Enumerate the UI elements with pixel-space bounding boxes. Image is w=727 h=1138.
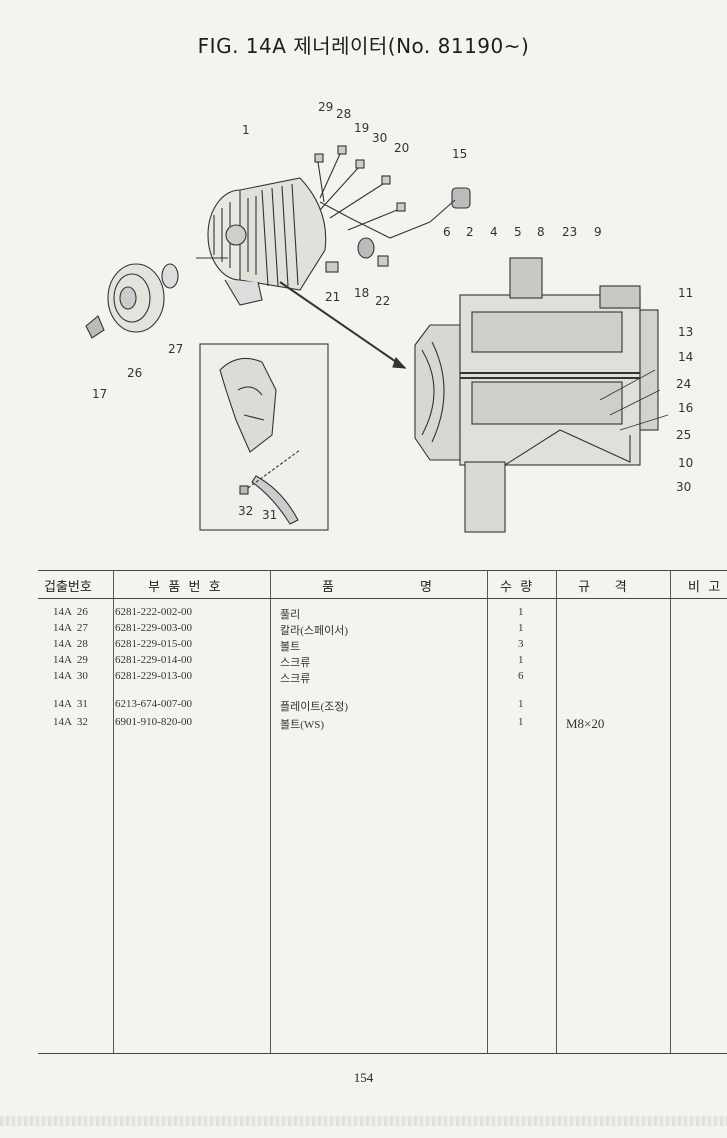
col-divider-5	[670, 570, 671, 1054]
table-row: 14A 26 6281-222-002-00 풀리 1	[38, 606, 727, 622]
row-qty: 1	[518, 622, 524, 634]
row-part-no: 6213-674-007-00	[115, 698, 192, 710]
callout-23: 23	[562, 225, 577, 239]
col-divider-1	[113, 570, 114, 1054]
header-remark: 비 고	[688, 580, 721, 595]
callout-21: 21	[325, 290, 340, 304]
callout-5: 5	[514, 225, 522, 239]
row-ref: 14A 27	[53, 622, 88, 634]
exploded-diagram: 29 28 1 19 30 20 15 6 2 4 5 8 23 9 11 13…	[85, 100, 693, 533]
row-qty: 1	[518, 654, 524, 666]
row-name: 스크류	[280, 673, 311, 685]
callout-30b: 30	[676, 480, 691, 494]
col-divider-3	[487, 570, 488, 1054]
table-row: 14A 29 6281-229-014-00 스크류 1	[38, 654, 727, 670]
callout-32: 32	[238, 504, 253, 518]
header-ref: 겁출번호	[44, 580, 92, 595]
callout-20: 20	[394, 141, 409, 155]
callout-2: 2	[466, 225, 474, 239]
row-qty: 3	[518, 638, 524, 650]
row-qty: 6	[518, 670, 524, 682]
row-part-no: 6281-229-014-00	[115, 654, 192, 666]
row-ref: 14A 32	[53, 716, 88, 728]
callout-10: 10	[678, 456, 693, 470]
callout-28: 28	[336, 107, 351, 121]
row-ref: 14A 31	[53, 698, 88, 710]
row-part-no: 6281-229-003-00	[115, 622, 192, 634]
page-number: 154	[353, 1070, 374, 1085]
row-spec: M8×20	[566, 716, 605, 731]
row-ref: 14A 30	[53, 670, 88, 682]
scan-artifact	[0, 1116, 727, 1126]
callout-13: 13	[678, 325, 693, 339]
row-name: 칼라(스페이서)	[280, 625, 349, 637]
row-ref: 14A 28	[53, 638, 88, 650]
callout-24: 24	[676, 377, 691, 391]
row-ref: 14A 29	[53, 654, 88, 666]
col-divider-4	[556, 570, 557, 1054]
callout-15: 15	[452, 147, 467, 161]
callout-22: 22	[375, 294, 390, 308]
callout-30: 30	[372, 131, 387, 145]
header-spec: 규 격	[578, 580, 627, 595]
row-qty: 1	[518, 606, 524, 618]
callout-31: 31	[262, 508, 277, 522]
callout-25: 25	[676, 428, 691, 442]
table-row: 14A 27 6281-229-003-00 칼라(스페이서) 1	[38, 622, 727, 638]
callout-1: 1	[242, 123, 250, 137]
row-name: 볼트	[280, 641, 301, 653]
pulley-drawing	[85, 263, 179, 339]
row-name: 풀리	[280, 609, 301, 621]
table-header-rule	[38, 598, 727, 599]
callout-18: 18	[354, 286, 369, 300]
row-name: 스크류	[280, 657, 311, 669]
callout-9: 9	[594, 225, 602, 239]
row-part-no: 6281-229-013-00	[115, 670, 192, 682]
header-name-b: 명	[420, 580, 432, 595]
header-part-no: 부 품 번 호	[148, 580, 221, 595]
callout-8: 8	[537, 225, 545, 239]
table-bottom-rule	[38, 1053, 727, 1054]
callout-17: 17	[92, 387, 107, 401]
table-row: 14A 30 6281-229-013-00 스크류 6	[38, 670, 727, 686]
table-row: 14A 28 6281-229-015-00 볼트 3	[38, 638, 727, 654]
col-divider-2	[270, 570, 271, 1054]
generator-body-drawing	[196, 177, 327, 306]
callout-27: 27	[168, 342, 183, 356]
row-part-no: 6281-222-002-00	[115, 606, 192, 618]
bolt-set-drawing	[314, 145, 471, 239]
row-name: 플레이트(조정)	[280, 701, 349, 713]
parts-table: 겁출번호 부 품 번 호 품 명 수 량 규 격 비 고 14A 26 6281…	[38, 570, 727, 1054]
row-part-no: 6901-910-820-00	[115, 716, 192, 728]
row-qty: 1	[518, 716, 524, 728]
callout-26: 26	[127, 366, 142, 380]
callout-19: 19	[354, 121, 369, 135]
callout-14: 14	[678, 350, 693, 364]
header-name-a: 품	[322, 580, 334, 595]
table-row: 14A 31 6213-674-007-00 플레이트(조정) 1	[38, 698, 727, 714]
callout-6: 6	[443, 225, 451, 239]
page-title: FIG. 14A 제너레이터(No. 81190~)	[197, 34, 530, 58]
callout-11: 11	[678, 286, 693, 300]
section-view-drawing	[414, 257, 669, 533]
adjust-plate-inset	[199, 343, 329, 531]
table-top-rule	[38, 570, 727, 571]
row-ref: 14A 26	[53, 606, 88, 618]
header-qty: 수 량	[500, 580, 533, 595]
row-part-no: 6281-229-015-00	[115, 638, 192, 650]
row-name: 볼트(WS)	[280, 719, 325, 731]
callout-16: 16	[678, 401, 693, 415]
row-qty: 1	[518, 698, 524, 710]
callout-4: 4	[490, 225, 498, 239]
table-row: 14A 32 6901-910-820-00 볼트(WS) 1 M8×20	[38, 716, 727, 732]
callout-29: 29	[318, 100, 333, 114]
